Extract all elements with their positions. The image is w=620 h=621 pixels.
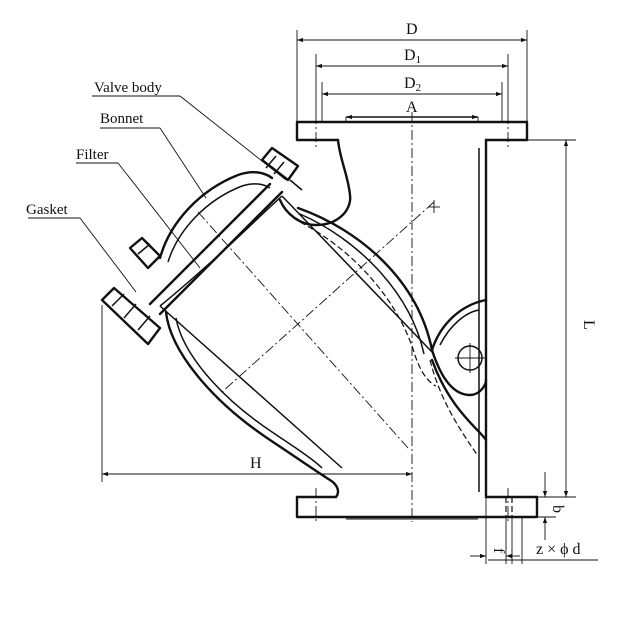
dim-b-label: b [549,505,566,513]
bonnet [148,170,284,316]
dim-D1-label: D1 [404,47,421,66]
dimension-lines [101,30,598,564]
dim-D2-label: D2 [404,75,421,94]
leader-lines [28,95,287,293]
drain-boss [455,343,485,373]
bottom-flange [295,488,539,524]
gasket-label: Gasket [26,202,68,218]
dim-L-label: L [580,320,597,330]
dim-f-label: f [490,548,507,554]
bolt-holes-label: z × ϕ d [536,541,581,558]
filter-label: Filter [76,147,109,163]
centerlines [197,112,440,522]
dim-H-label: H [250,455,262,472]
bonnet-label: Bonnet [100,111,144,127]
dim-D-label: D [406,21,418,38]
bolt-lower [100,236,162,346]
bolt-upper [260,146,303,191]
dim-A-label: A [406,99,418,116]
valve-body-label: Valve body [94,80,162,96]
valve-body-outline [164,138,488,499]
filter-screen [159,195,433,469]
